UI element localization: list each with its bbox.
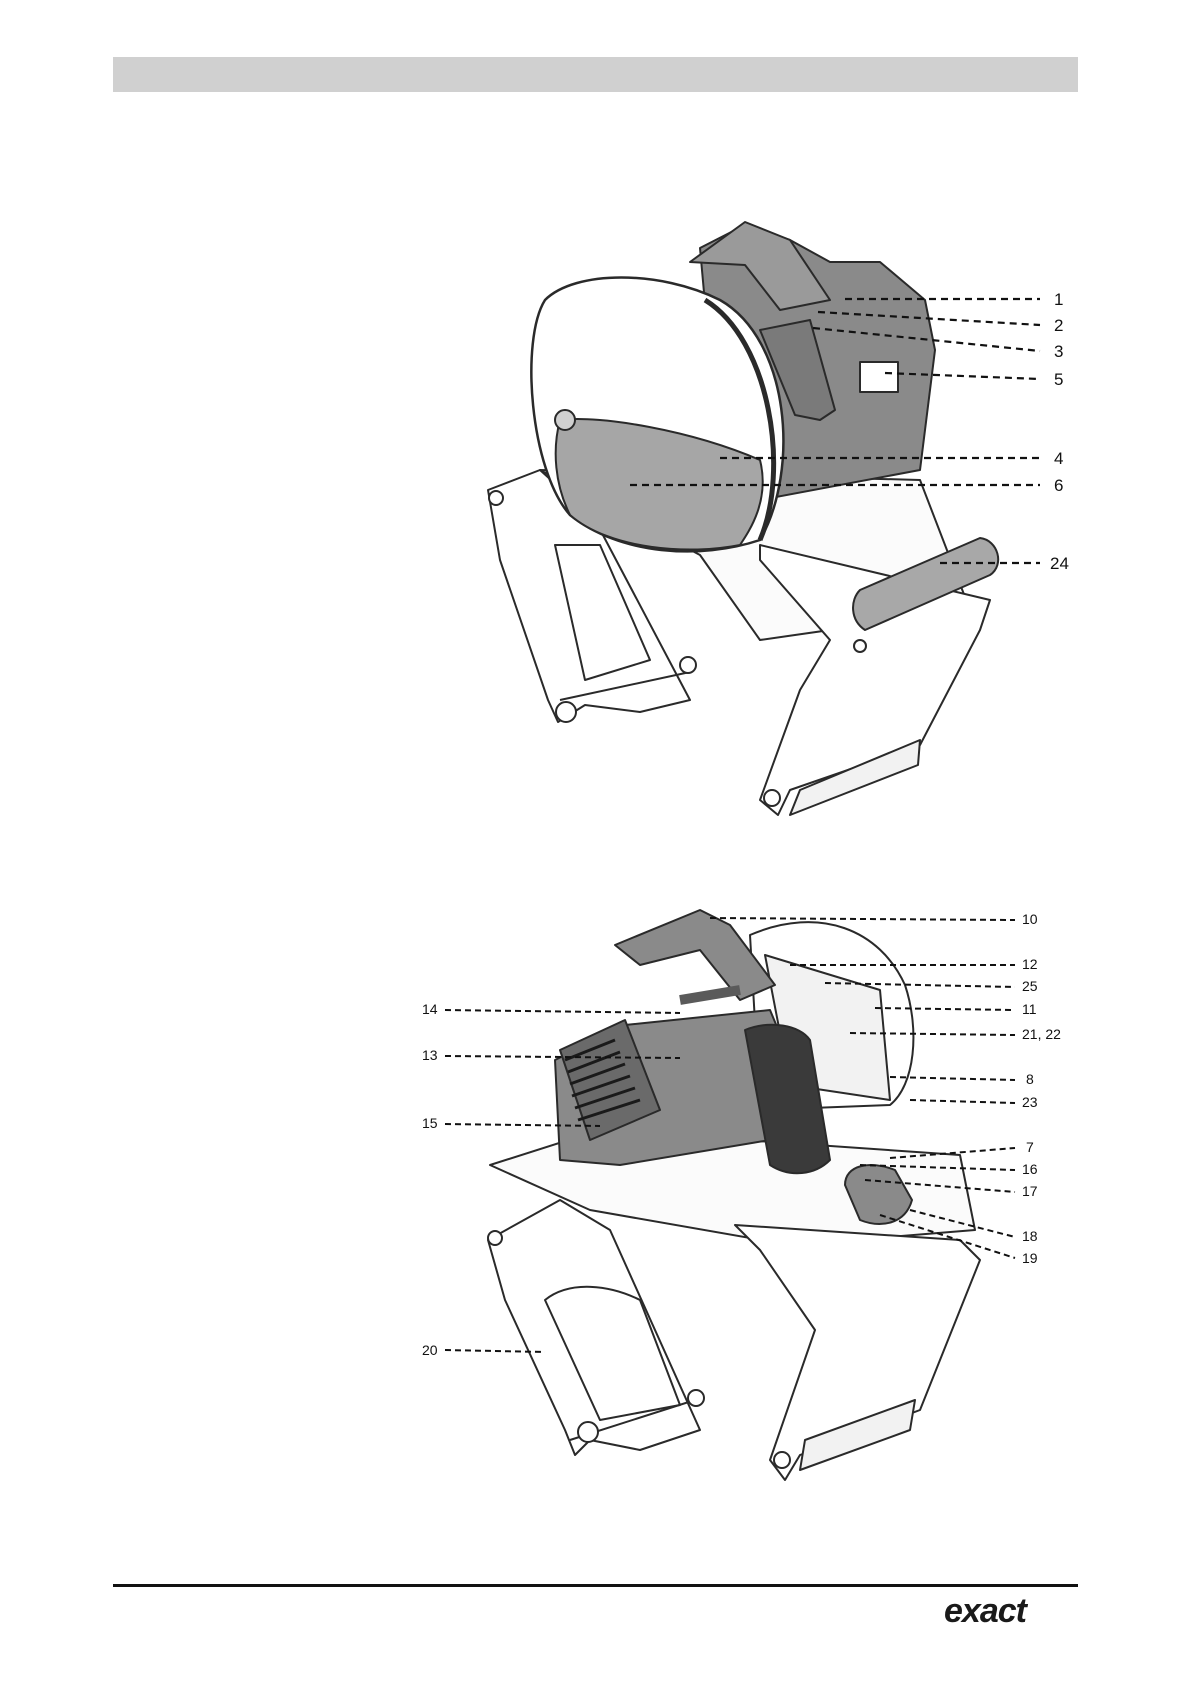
callout-label-17: 17: [1022, 1183, 1038, 1199]
callout-label-7: 7: [1026, 1139, 1034, 1155]
callout-label-16: 16: [1022, 1161, 1038, 1177]
callout-label-10: 10: [1022, 911, 1038, 927]
callout-label-14: 14: [422, 1001, 438, 1017]
callout-label-23: 23: [1022, 1094, 1038, 1110]
callout-label-11: 11: [1022, 1001, 1037, 1017]
callout-label-12: 12: [1022, 956, 1038, 972]
callout-label-8: 8: [1026, 1071, 1034, 1087]
callout-label-15: 15: [422, 1115, 438, 1131]
callout-label-21-22: 21, 22: [1022, 1026, 1061, 1042]
callout-label-20: 20: [422, 1342, 438, 1358]
callout-label-25: 25: [1022, 978, 1038, 994]
callout-label-18: 18: [1022, 1228, 1038, 1244]
callout-label-13: 13: [422, 1047, 438, 1063]
callout-label-19: 19: [1022, 1250, 1038, 1266]
brand-logo: exact: [944, 1592, 1026, 1631]
footer-rule: [113, 1584, 1078, 1587]
